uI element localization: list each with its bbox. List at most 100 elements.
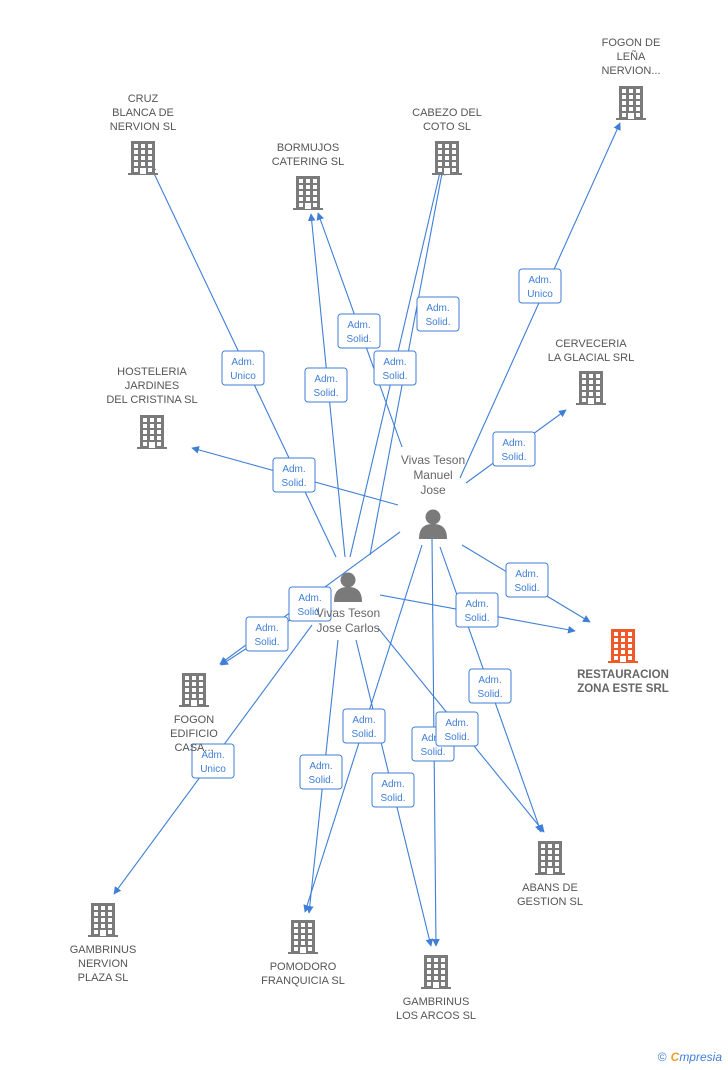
- company-node-fogon-lena[interactable]: FOGON DELEÑANERVION...: [601, 37, 661, 120]
- edge-label-vivas_manuel-cerveceria[interactable]: Adm.Solid.: [492, 431, 536, 467]
- brand-initial: C: [670, 1050, 680, 1064]
- edge-label-line: Solid.: [254, 637, 279, 648]
- person-icon: [334, 572, 362, 602]
- edge-label-box: [342, 708, 386, 744]
- footer-brand[interactable]: ©Cmpresia: [658, 1050, 722, 1064]
- edge-label-line: Solid.: [297, 607, 322, 618]
- copyright-symbol: ©: [657, 1050, 667, 1064]
- edge-label-line: Adm.: [347, 320, 370, 331]
- person-name-line: Manuel: [413, 468, 452, 482]
- company-node-abans[interactable]: ABANS DE GESTION SL: [517, 841, 583, 908]
- edge-label-box: [505, 562, 549, 598]
- edge-label-vivas_carlos-abans[interactable]: Adm.Solid.: [435, 711, 479, 747]
- edge-label-box: [272, 457, 316, 493]
- edge-label-vivas_carlos-cruz_blanca[interactable]: Adm.Unico: [221, 350, 265, 386]
- edge-label-line: Adm.: [465, 599, 488, 610]
- edge-label-line: Adm.: [426, 303, 449, 314]
- edge-label-line: Adm.: [381, 779, 404, 790]
- company-name-line: LOS ARCOS SL: [396, 1010, 476, 1022]
- building-icon: [608, 629, 638, 663]
- edge-label-vivas_manuel-abans[interactable]: Adm.Solid.: [468, 668, 512, 704]
- building-icon: [616, 86, 646, 120]
- company-node-gambrinus-arcos[interactable]: GAMBRINUS LOS ARCOS SL: [396, 955, 476, 1022]
- company-name-line: NERVION...: [601, 65, 660, 77]
- edge-label-line: Unico: [230, 371, 256, 382]
- edge-label-vivas_manuel-cabezo[interactable]: Adm.Solid.: [416, 296, 460, 332]
- edge-label-line: Adm.: [528, 275, 551, 286]
- company-name-line: JARDINES: [125, 380, 179, 392]
- edge-label-vivas_carlos-gambrinus_arcos[interactable]: Adm. Solid.: [371, 772, 415, 808]
- edge-label-line: Adm.: [314, 374, 337, 385]
- building-icon: [293, 176, 323, 210]
- company-name-line: LA GLACIAL SRL: [548, 352, 634, 364]
- company-name-line: GAMBRINUS: [70, 944, 137, 956]
- company-name-line: CASA...: [174, 742, 213, 754]
- edge-label-line: Unico: [200, 764, 226, 775]
- brand-name: mpresia: [679, 1050, 722, 1064]
- edge-label-line: Adm.: [515, 569, 538, 580]
- company-name-line: ZONA ESTE SRL: [577, 683, 669, 695]
- building-icon: [421, 955, 451, 989]
- edge-label-vivas_carlos-gambrinus_nervion[interactable]: Adm. Unico: [191, 743, 235, 779]
- company-name-line: PLAZA SL: [78, 972, 129, 984]
- edge-label-vivas_carlos-bormujos[interactable]: Adm.Solid.: [304, 367, 348, 403]
- edge-label-line: Adm.: [309, 761, 332, 772]
- edge-label-line: Solid.: [308, 775, 333, 786]
- building-icon: [288, 920, 318, 954]
- company-name-line: HOSTELERIA: [117, 366, 187, 378]
- edge-label-box: [492, 431, 536, 467]
- edge-label-vivas_carlos-fogon_edificio[interactable]: Adm.Solid.: [245, 616, 289, 652]
- edge-label-vivas_carlos-cabezo[interactable]: Adm.Solid.: [373, 350, 417, 386]
- company-name-line: BLANCA DE: [112, 107, 174, 119]
- company-name-line: GAMBRINUS: [403, 996, 470, 1008]
- company-name-line: COTO SL: [423, 121, 471, 133]
- company-node-fogon-edificio[interactable]: FOGONEDIFICIOCASA...: [170, 673, 218, 754]
- company-name-line: GESTION SL: [517, 896, 583, 908]
- edge-label-vivas_manuel-fogon_lena[interactable]: Adm.Unico: [518, 268, 562, 304]
- edge-label-line: Solid.: [346, 334, 371, 345]
- building-icon: [576, 371, 606, 405]
- edge-label-line: Solid.: [464, 613, 489, 624]
- building-icon: [535, 841, 565, 875]
- person-name-line: Vivas Teson: [316, 606, 380, 620]
- edge-label-line: Adm.: [201, 750, 224, 761]
- company-name-line: CATERING SL: [272, 156, 345, 168]
- edge-label-vivas_manuel-fogon_edificio[interactable]: Adm.Solid.: [288, 586, 332, 622]
- edge-label-line: Solid.: [477, 689, 502, 700]
- company-node-cabezo[interactable]: CABEZO DEL COTO SL: [412, 107, 482, 175]
- company-name-line: NERVION SL: [110, 121, 176, 133]
- edge-label-vivas_manuel-hosteleria[interactable]: Adm. Solid.: [272, 457, 316, 493]
- edge-label-vivas_manuel-pomodoro[interactable]: Adm.Solid.: [342, 708, 386, 744]
- edge-label-box: [245, 616, 289, 652]
- edge-label-line: Adm.: [445, 718, 468, 729]
- edge-label-vivas_carlos-restauracion[interactable]: Adm. Solid.: [455, 592, 499, 628]
- edge-label-vivas_carlos-pomodoro[interactable]: Adm. Solid.: [299, 754, 343, 790]
- edge-label-line: Solid.: [281, 478, 306, 489]
- building-icon: [88, 903, 118, 937]
- company-name-line: FRANQUICIA SL: [261, 975, 345, 987]
- person-name-line: Jose Carlos: [316, 621, 379, 635]
- building-icon: [128, 141, 158, 175]
- edge-label-vivas_manuel-bormujos[interactable]: Adm. Solid.: [337, 313, 381, 349]
- edge-label-line: Solid.: [380, 793, 405, 804]
- edge-label-line: Adm.: [282, 464, 305, 475]
- edge-label-box: [221, 350, 265, 386]
- company-name-line: ABANS DE: [522, 882, 578, 894]
- company-name-line: CABEZO DEL: [412, 107, 482, 119]
- building-icon: [137, 415, 167, 449]
- edge-labels-layer: Adm.UnicoAdm.Solid.Adm.Solid.Adm.Solid.A…: [191, 268, 562, 808]
- edge-label-box: [191, 743, 235, 779]
- edge-label-vivas_manuel-restauracion[interactable]: Adm.Solid.: [505, 562, 549, 598]
- edge-label-box: [435, 711, 479, 747]
